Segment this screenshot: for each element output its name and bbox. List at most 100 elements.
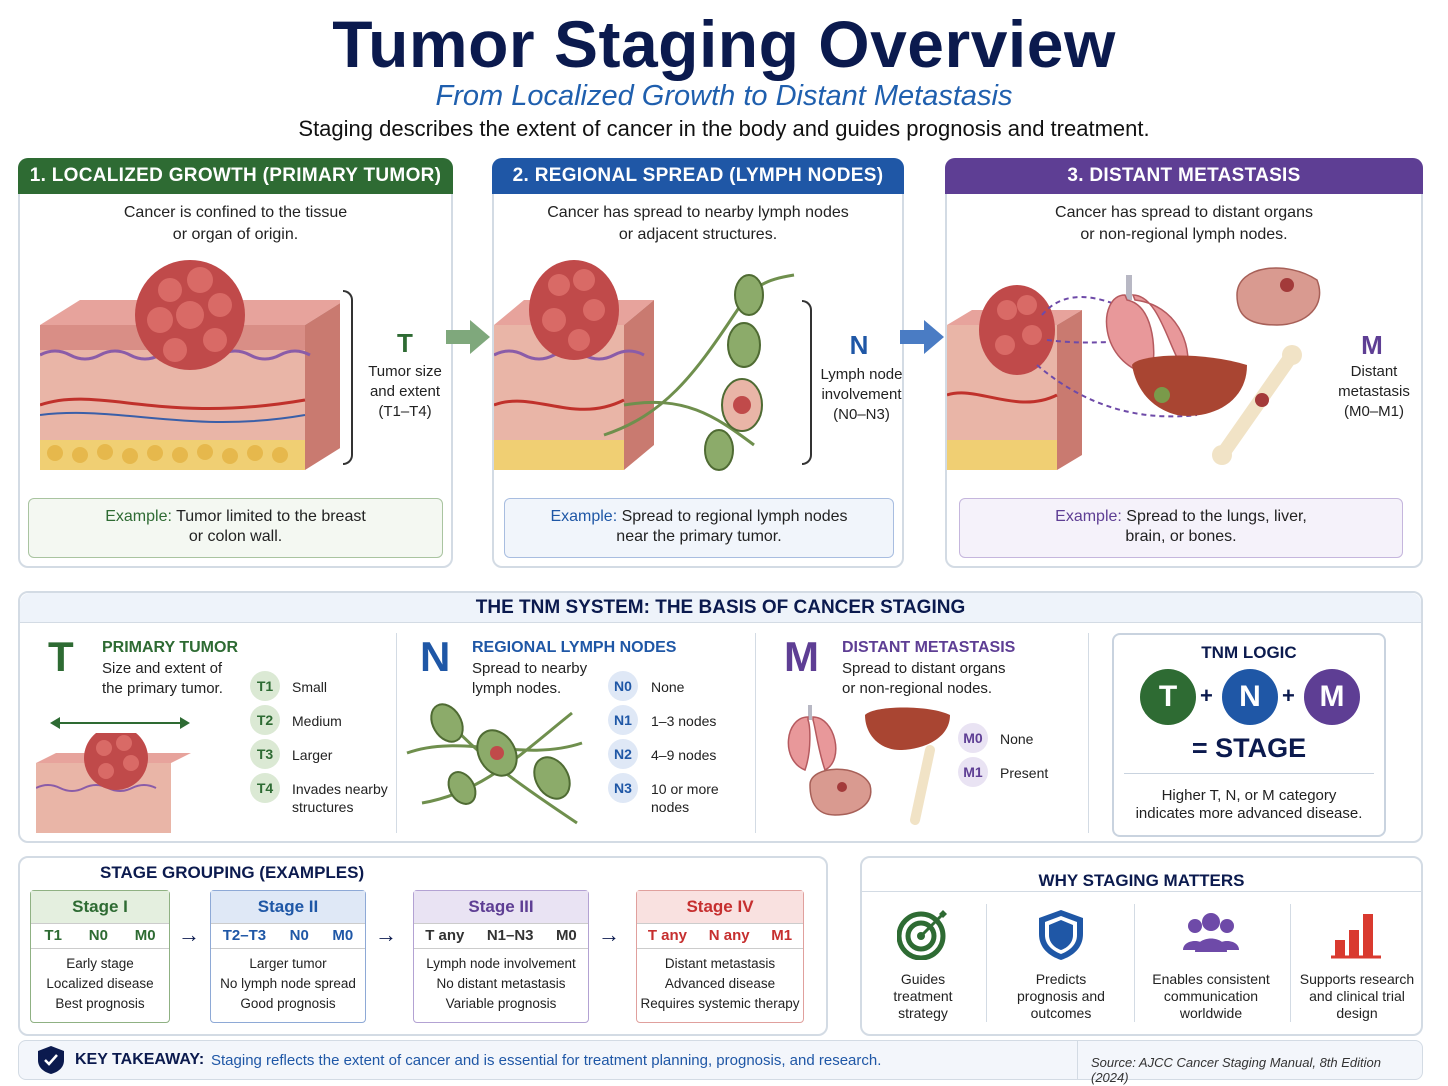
plus-sign: + (1200, 683, 1213, 708)
t2-label: Medium (292, 713, 342, 729)
n0-badge: N0 (608, 671, 638, 701)
t3-label: Larger (292, 747, 333, 763)
intro-text: Staging describes the extent of cancer i… (298, 116, 1150, 141)
takeaway-label: KEY TAKEAWAY: (75, 1051, 205, 1068)
small-tumor-illustration (36, 733, 191, 833)
lymph-node-chain-illustration (406, 703, 583, 825)
tnm-system-section: THE TNM SYSTEM: THE BASIS OF CANCER STAG… (18, 591, 1423, 843)
example-box: Example: Tumor limited to the breast or … (28, 498, 443, 558)
double-arrow-icon (50, 717, 190, 729)
arrow-right-icon: → (598, 922, 620, 947)
plus-sign: + (1282, 683, 1295, 708)
t1-label: Small (292, 679, 328, 695)
why-heading: WHY STAGING MATTERS (862, 858, 1421, 892)
m-column-title: DISTANT METASTASIS (842, 639, 1016, 656)
n-column-letter: N (420, 633, 451, 680)
tnm-logic-box: TNM LOGIC T + N + M = STAGE Higher T, N,… (1112, 633, 1386, 837)
page-title: Tumor Staging Overview (332, 7, 1116, 81)
arrow-right-icon: → (375, 922, 397, 947)
arrow-right-icon (900, 320, 944, 354)
source-citation: Source: AJCC Cancer Staging Manual, 8th … (1091, 1055, 1382, 1085)
t2-badge: T2 (250, 705, 280, 735)
skin-tumor-illustration (40, 260, 340, 470)
stage-title: Stage IV (637, 891, 803, 923)
brace (343, 290, 353, 465)
n1-label: 1–3 nodes (651, 713, 717, 729)
panel-distant-metastasis: 3. DISTANT METASTASIS Cancer has spread … (945, 158, 1423, 568)
panel-heading: 1. LOCALIZED GROWTH (PRIMARY TUMOR) (18, 158, 453, 194)
n-letter: N (849, 330, 869, 360)
m0-badge: M0 (958, 723, 988, 753)
panel-heading: 3. DISTANT METASTASIS (945, 158, 1423, 194)
bar-chart-icon (1331, 914, 1381, 959)
t3-badge: T3 (250, 739, 280, 769)
divider (1077, 1041, 1078, 1079)
n-circle: N (1222, 669, 1278, 725)
m0-label: None (1000, 731, 1034, 747)
stage-result: = STAGE (1191, 733, 1307, 763)
grouping-heading: STAGE GROUPING (EXAMPLES) (100, 863, 365, 882)
m-column-letter: M (784, 633, 819, 680)
n2-label: 4–9 nodes (651, 747, 717, 763)
m1-badge: M1 (958, 757, 988, 787)
takeaway-text: Staging reflects the extent of cancer an… (211, 1052, 882, 1069)
t-column-letter: T (48, 633, 74, 680)
t-circle: T (1140, 669, 1196, 725)
n3-badge: N3 (608, 773, 638, 803)
organs-illustration (787, 705, 950, 825)
stage-title: Stage II (211, 891, 365, 923)
panel-regional-spread: 2. REGIONAL SPREAD (LYMPH NODES) Cancer … (492, 158, 904, 568)
example-box: Example: Spread to regional lymph nodes … (504, 498, 894, 558)
divider (1134, 904, 1135, 1022)
divider (1290, 904, 1291, 1022)
stage-title: Stage III (414, 891, 588, 923)
people-icon (1183, 913, 1239, 952)
m-letter: M (1361, 330, 1383, 360)
logic-title: TNM LOGIC (1201, 643, 1297, 662)
n-column-title: REGIONAL LYMPH NODES (472, 639, 677, 656)
divider (1088, 633, 1089, 833)
t4-badge: T4 (250, 773, 280, 803)
key-takeaway-bar: KEY TAKEAWAY: Staging reflects the exten… (18, 1040, 1423, 1085)
n0-label: None (651, 679, 685, 695)
metastasis-illustration (947, 267, 1321, 470)
m-circle: M (1304, 669, 1360, 725)
tnm-heading: THE TNM SYSTEM: THE BASIS OF CANCER STAG… (20, 593, 1421, 623)
divider (396, 633, 397, 833)
n2-badge: N2 (608, 739, 638, 769)
arrow-right-icon (446, 320, 490, 354)
shield-check-icon (38, 1046, 64, 1074)
panel-heading: 2. REGIONAL SPREAD (LYMPH NODES) (492, 158, 904, 194)
divider (1124, 773, 1374, 774)
target-icon (896, 910, 947, 961)
stage-title: Stage I (31, 891, 169, 923)
lymph-node-illustration (494, 260, 795, 471)
